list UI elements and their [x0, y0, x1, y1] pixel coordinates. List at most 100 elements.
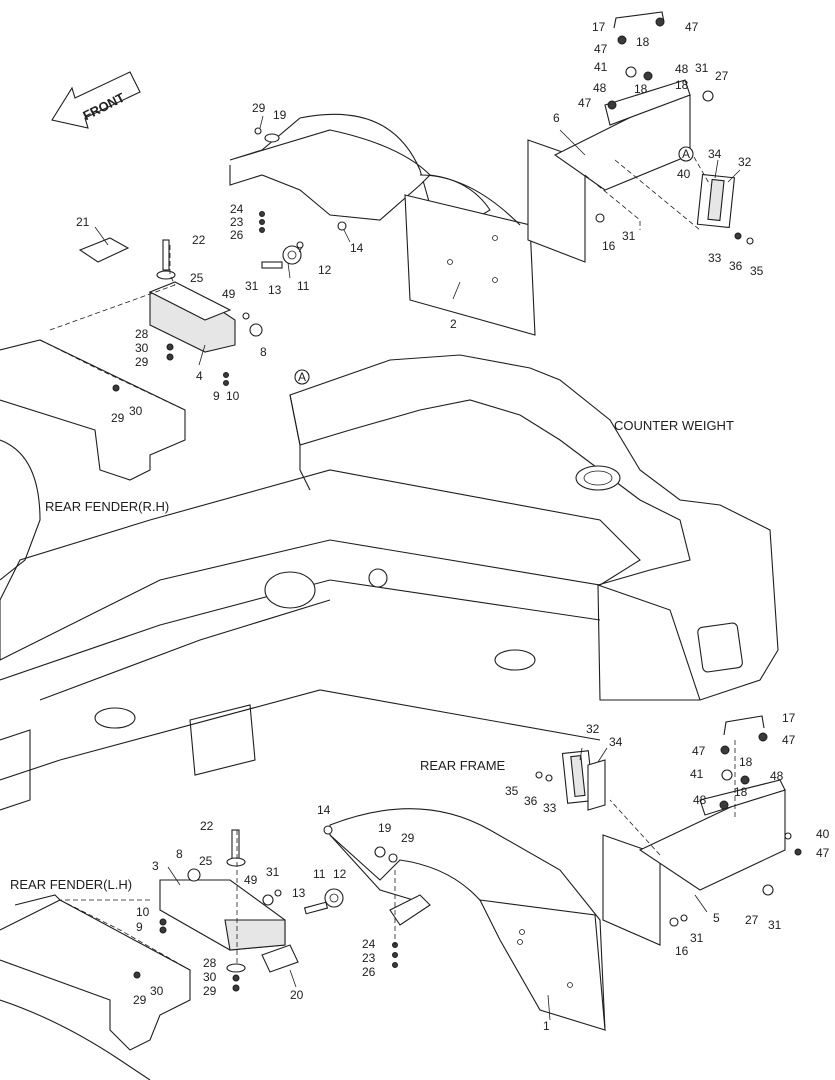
rear-fender-lh-outline	[0, 894, 191, 1080]
callout-5: 5	[713, 911, 720, 925]
hinge-assembly-rh	[78, 127, 347, 392]
callout-36: 36	[524, 794, 538, 808]
callout-18: 18	[675, 78, 689, 92]
callout-32: 32	[738, 155, 752, 169]
callout-49: 49	[222, 287, 236, 301]
callout-11: 11	[313, 867, 326, 881]
callout-29: 29	[252, 101, 266, 115]
rear-frame-body	[0, 354, 779, 811]
callout-47: 47	[594, 42, 608, 56]
rear-fender-rh-label: REAR FENDER(R.H)	[45, 499, 169, 514]
rear-fender-lh-label: REAR FENDER(L.H)	[10, 877, 132, 892]
callout-48: 48	[675, 62, 689, 76]
callout-18: 18	[734, 785, 748, 799]
callout-41: 41	[594, 60, 608, 74]
callout-29: 29	[203, 984, 217, 998]
callout-28: 28	[135, 327, 149, 341]
callout-29: 29	[401, 831, 415, 845]
leader-lines	[94, 115, 741, 1021]
callout-31: 31	[245, 279, 259, 293]
callout-24: 24	[230, 202, 244, 216]
callout-26: 26	[362, 965, 376, 979]
callout-30: 30	[203, 970, 217, 984]
callout-12: 12	[333, 867, 347, 881]
rear-fender-rh-outline	[0, 339, 186, 581]
callout-13: 13	[292, 886, 306, 900]
callout-48: 48	[693, 793, 707, 807]
rear-fender-rh-part	[229, 113, 536, 336]
callout-21: 21	[76, 215, 90, 229]
callout-48: 48	[593, 81, 607, 95]
callout-31: 31	[690, 931, 704, 945]
callout-14: 14	[350, 241, 364, 255]
callout-10: 10	[136, 905, 150, 919]
callout-40: 40	[677, 167, 691, 181]
section-titles: COUNTER WEIGHT REAR FENDER(R.H) REAR FRA…	[10, 418, 734, 892]
callout-30: 30	[135, 341, 149, 355]
callout-10: 10	[226, 389, 240, 403]
callout-35: 35	[750, 264, 764, 278]
callout-3: 3	[152, 859, 159, 873]
rear-frame-label: REAR FRAME	[420, 758, 506, 773]
callout-6: 6	[553, 111, 560, 125]
callout-31: 31	[266, 865, 280, 879]
callout-16: 16	[602, 239, 616, 253]
callout-1: 1	[543, 1019, 550, 1033]
callout-36: 36	[729, 259, 743, 273]
callout-27: 27	[745, 913, 759, 927]
callout-28: 28	[203, 956, 217, 970]
callout-18: 18	[634, 82, 648, 96]
callout-49: 49	[244, 873, 258, 887]
callout-32: 32	[586, 722, 600, 736]
callout-29: 29	[111, 411, 125, 425]
callout-20: 20	[290, 988, 304, 1002]
reference-markers: A A	[294, 146, 694, 385]
callout-29: 29	[133, 993, 147, 1007]
callout-9: 9	[213, 389, 220, 403]
callout-19: 19	[378, 821, 392, 835]
callout-18: 18	[636, 35, 650, 49]
callout-31: 31	[768, 918, 782, 932]
callout-48: 48	[770, 769, 784, 783]
front-arrow: FRONT	[51, 71, 141, 129]
callout-31: 31	[622, 229, 636, 243]
callout-8: 8	[176, 847, 183, 861]
callout-47: 47	[578, 96, 592, 110]
callout-24: 24	[362, 937, 376, 951]
callout-34: 34	[708, 147, 722, 161]
callout-22: 22	[200, 819, 214, 833]
callout-35: 35	[505, 784, 519, 798]
callout-31: 31	[695, 61, 709, 75]
callout-41: 41	[690, 767, 704, 781]
callout-17: 17	[592, 20, 606, 34]
callout-12: 12	[318, 263, 332, 277]
callout-25: 25	[190, 271, 204, 285]
callout-26: 26	[230, 228, 244, 242]
callout-29: 29	[135, 355, 149, 369]
callout-11: 11	[297, 279, 310, 293]
callout-30: 30	[150, 984, 164, 998]
callout-33: 33	[708, 251, 722, 265]
callout-47: 47	[685, 20, 699, 34]
rear-fender-lh-part	[303, 808, 606, 1032]
callout-47: 47	[692, 744, 706, 758]
callout-30: 30	[129, 404, 143, 418]
callout-27: 27	[715, 69, 729, 83]
part-callouts: 2 6 21 22 25 4 49 31 13 11 12 14 8 28 30…	[76, 20, 830, 1033]
callout-25: 25	[199, 854, 213, 868]
callout-22: 22	[192, 233, 206, 247]
latch-plate-assembly-rh	[527, 11, 754, 263]
callout-40: 40	[816, 827, 830, 841]
callout-33: 33	[543, 801, 557, 815]
callout-8: 8	[260, 345, 267, 359]
hinge-assembly-lh	[133, 829, 398, 992]
callout-16: 16	[675, 944, 689, 958]
callout-19: 19	[273, 108, 287, 122]
callout-13: 13	[268, 283, 282, 297]
reference-a-top: A	[682, 147, 690, 161]
callout-9: 9	[136, 920, 143, 934]
callout-4: 4	[196, 369, 203, 383]
callout-47: 47	[816, 846, 830, 860]
callout-17: 17	[782, 711, 796, 725]
